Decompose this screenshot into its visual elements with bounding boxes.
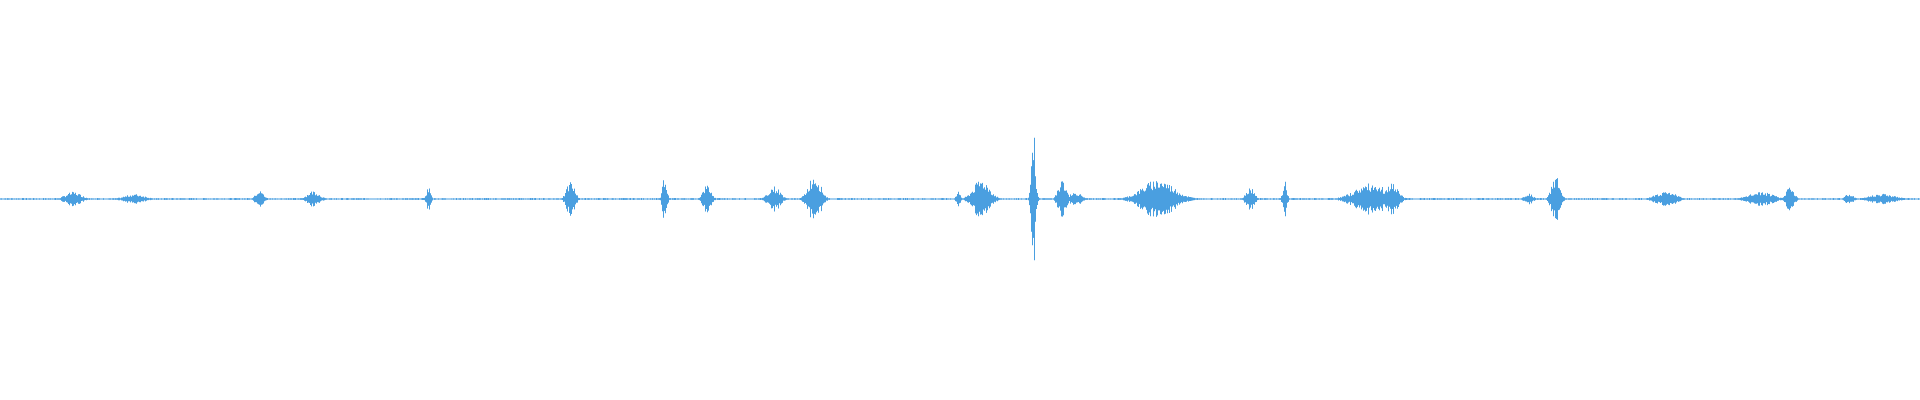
waveform-samples [0, 137, 1920, 261]
